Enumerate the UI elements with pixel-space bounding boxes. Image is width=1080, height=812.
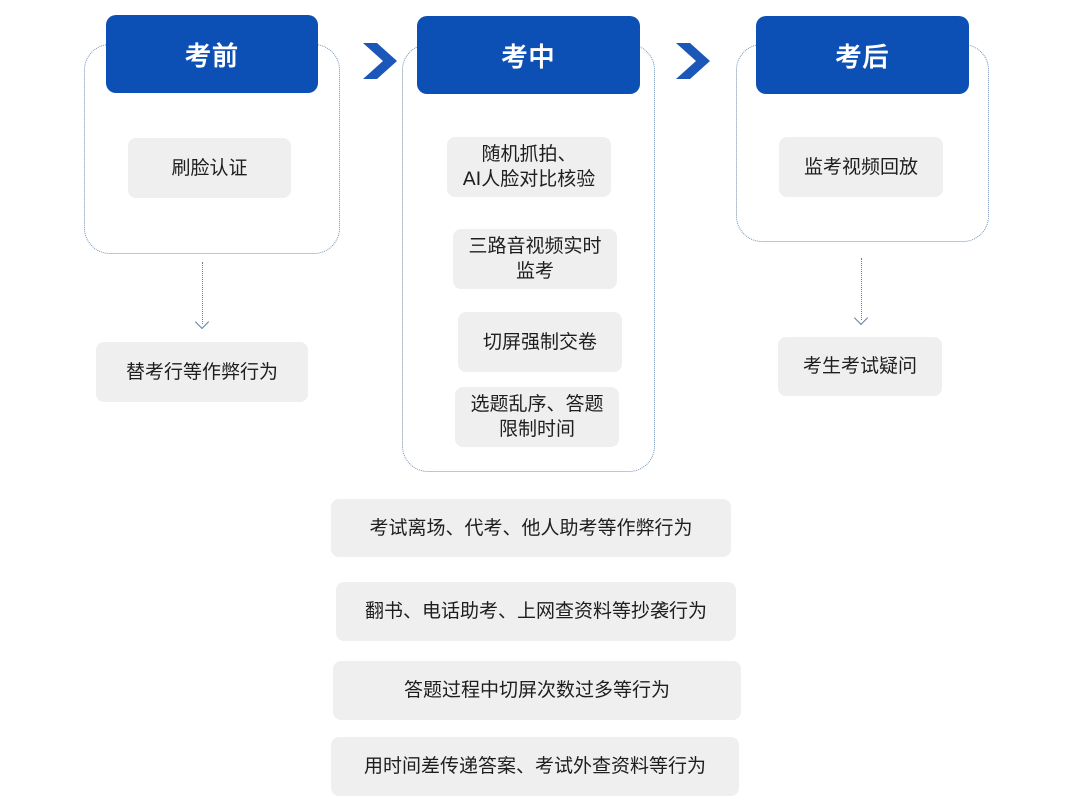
- prevented-behavior-label: 答题过程中切屏次数过多等行为: [403, 679, 670, 701]
- random-snapshot-box: 随机抓拍、 AI人脸对比核验: [447, 137, 611, 197]
- after-stage-header: 考后: [756, 16, 969, 94]
- chevron-right-icon: [363, 43, 397, 79]
- before-down-arrow-line: [202, 262, 203, 324]
- face-verification-box: 刷脸认证: [128, 138, 291, 198]
- impersonation-box: 替考行等作弊行为: [96, 342, 308, 402]
- question-shuffle-label: 选题乱序、答题 限制时间: [470, 393, 604, 440]
- down-arrow-icon: [194, 314, 210, 330]
- after-down-arrow-line: [861, 258, 862, 320]
- screen-switch-box: 切屏强制交卷: [458, 312, 622, 372]
- prevented-behavior-label: 考试离场、代考、他人助考等作弊行为: [369, 516, 693, 539]
- exam-questions-label: 考生考试疑问: [802, 355, 917, 377]
- video-playback-label: 监考视频回放: [803, 155, 918, 178]
- face-verification-label: 刷脸认证: [171, 156, 248, 179]
- prevented-behavior-item: 用时间差传递答案、考试外查资料等行为: [331, 737, 739, 796]
- before-stage-header: 考前: [106, 15, 318, 93]
- question-shuffle-box: 选题乱序、答题 限制时间: [455, 387, 619, 447]
- prevented-behavior-label: 用时间差传递答案、考试外查资料等行为: [363, 755, 706, 777]
- prevented-behavior-item: 翻书、电话助考、上网查资料等抄袭行为: [336, 582, 736, 641]
- screen-switch-label: 切屏强制交卷: [482, 330, 597, 353]
- prevented-behavior-label: 翻书、电话助考、上网查资料等抄袭行为: [364, 600, 707, 622]
- video-playback-box: 监考视频回放: [779, 137, 943, 197]
- exam-questions-box: 考生考试疑问: [778, 337, 942, 396]
- prevented-behavior-item: 答题过程中切屏次数过多等行为: [333, 661, 741, 720]
- prevented-behavior-item: 考试离场、代考、他人助考等作弊行为: [331, 499, 731, 557]
- impersonation-label: 替考行等作弊行为: [125, 360, 278, 383]
- av-monitoring-box: 三路音视频实时 监考: [453, 229, 617, 289]
- av-monitoring-label: 三路音视频实时 监考: [468, 235, 602, 282]
- down-arrow-icon: [853, 310, 869, 326]
- during-stage-header: 考中: [417, 16, 640, 94]
- chevron-right-icon: [676, 43, 710, 79]
- random-snapshot-label: 随机抓拍、 AI人脸对比核验: [462, 143, 596, 190]
